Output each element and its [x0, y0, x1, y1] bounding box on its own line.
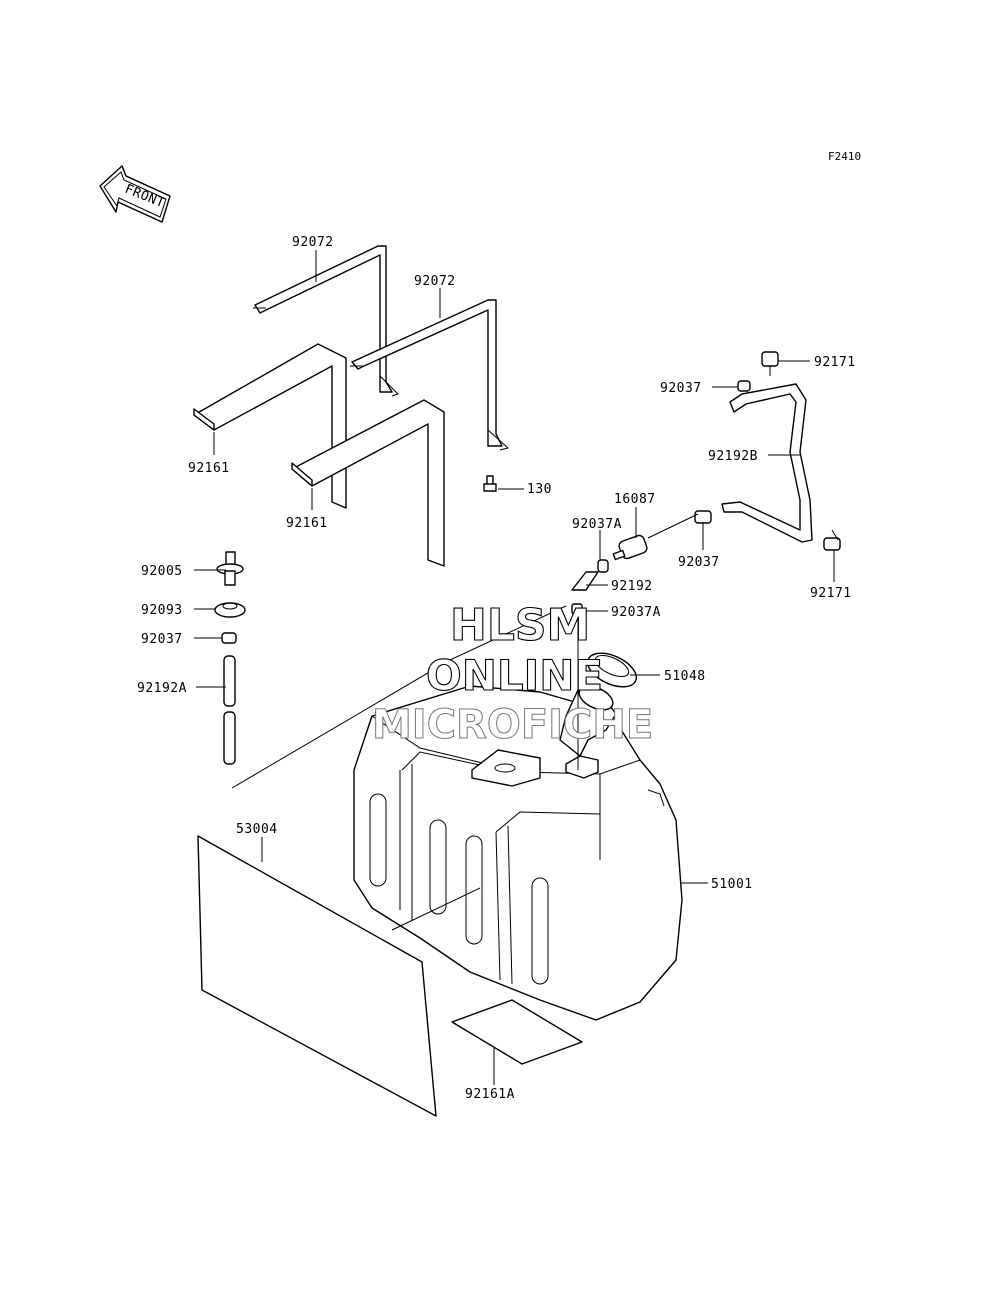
callout-92161-front: 92161 [286, 516, 328, 531]
bottom-pad [451, 999, 583, 1065]
callout-16087: 16087 [614, 492, 656, 507]
fuel-hose-short [571, 571, 599, 591]
callout-labels: 92072 92072 92161 92161 130 92005 92093 … [137, 235, 856, 1102]
callout-92037-top: 92037 [660, 381, 702, 396]
callout-51001: 51001 [711, 877, 753, 892]
figure-code: F2410 [828, 150, 861, 163]
callout-92171-bottom: 92171 [810, 586, 852, 601]
clamp-top-right [761, 351, 779, 376]
clamp-mid [694, 510, 712, 524]
callout-92072-front: 92072 [414, 274, 456, 289]
clamp-92037a-lower [571, 603, 583, 615]
grommet [214, 602, 246, 618]
callout-51048: 51048 [664, 669, 706, 684]
clamp-92037a-upper [597, 559, 609, 573]
callout-92037A-upper: 92037A [572, 517, 622, 532]
leader-lines [194, 250, 835, 1085]
watermark: HLSM ONLINE MICROFICHE [372, 599, 654, 748]
fuel-filter [612, 513, 699, 561]
callout-92037-mid: 92037 [678, 555, 720, 570]
callout-92192A: 92192A [137, 681, 187, 696]
filler-neck [559, 685, 617, 757]
rubber-pad-rear [193, 343, 347, 509]
breather-cap [216, 551, 244, 586]
front-arrow-icon: FRONT [99, 165, 171, 223]
callout-92005: 92005 [141, 564, 183, 579]
watermark-line2: ONLINE [426, 651, 603, 700]
fuel-hose-long [721, 383, 813, 543]
tank-strap-rear [253, 245, 399, 397]
callout-92171-top: 92171 [814, 355, 856, 370]
callout-92161A: 92161A [465, 1087, 515, 1102]
callout-53004: 53004 [236, 822, 278, 837]
callout-92192B: 92192B [708, 449, 758, 464]
callout-92093: 92093 [141, 603, 183, 618]
tank-strap-front [350, 299, 510, 451]
fuel-tank [353, 685, 683, 1021]
hose-clamp-left [221, 632, 237, 644]
callout-92161-rear: 92161 [188, 461, 230, 476]
breather-hose-left [223, 655, 236, 765]
callout-92072-rear: 92072 [292, 235, 334, 250]
rubber-pad-front [291, 399, 445, 567]
clamp-bottom-right [823, 529, 841, 551]
clamp-top [737, 380, 751, 392]
protective-sheet [197, 835, 437, 1117]
reference-line [231, 605, 567, 789]
callout-92192: 92192 [611, 579, 653, 594]
bolt [483, 475, 497, 492]
callout-130: 130 [527, 482, 552, 497]
callout-92037A-lower: 92037A [611, 605, 661, 620]
filler-cap [587, 652, 637, 688]
callout-92037-left: 92037 [141, 632, 183, 647]
watermark-line1: HLSM [450, 600, 590, 651]
watermark-line3: MICROFICHE [372, 702, 653, 748]
